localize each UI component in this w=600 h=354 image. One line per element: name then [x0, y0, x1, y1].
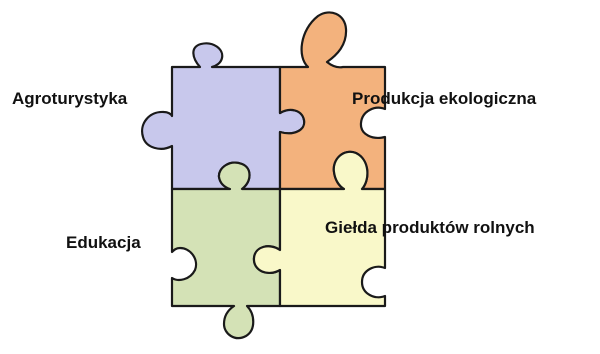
label-edukacja: Edukacja: [66, 233, 141, 253]
label-gielda-produktow-rolnych: Giełda produktów rolnych: [325, 218, 535, 238]
label-produkcja-ekologiczna: Produkcja ekologiczna: [352, 89, 536, 109]
label-agroturystyka: Agroturystyka: [12, 89, 127, 109]
